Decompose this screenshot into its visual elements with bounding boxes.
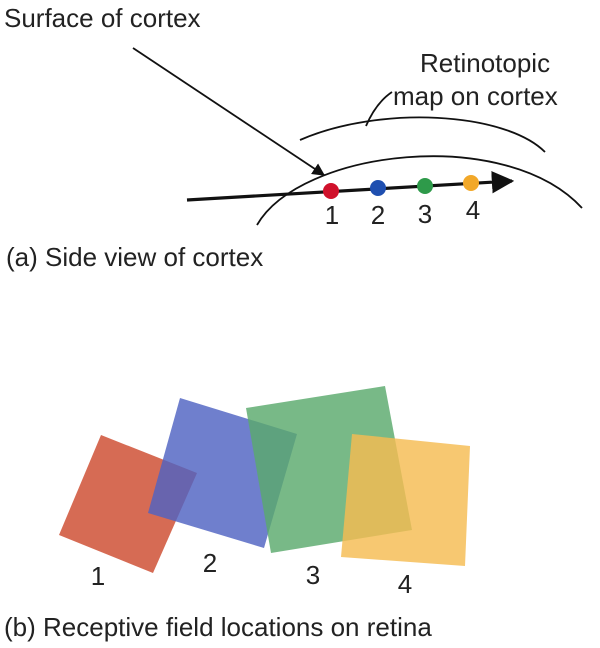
electrode-track-arrow bbox=[186, 170, 515, 202]
recording-sites: 1 2 3 4 bbox=[323, 175, 480, 230]
cortex-surface-curve bbox=[256, 155, 583, 226]
retinotopic-pointer-line bbox=[365, 91, 393, 127]
receptive-fields: 1 2 3 4 bbox=[59, 386, 470, 599]
recording-site-label-4: 4 bbox=[466, 195, 480, 225]
recording-site-label-2: 2 bbox=[371, 200, 385, 230]
caption-b: (b) Receptive field locations on retina bbox=[4, 612, 432, 642]
receptive-field-label-3: 3 bbox=[306, 560, 320, 590]
recording-site-2 bbox=[370, 180, 386, 196]
panel-b-retina: 1 2 3 4 (b) Receptive field locations on re… bbox=[4, 386, 470, 642]
receptive-field-4 bbox=[341, 434, 470, 566]
recording-site-label-1: 1 bbox=[325, 200, 339, 230]
surface-of-cortex-label: Surface of cortex bbox=[4, 3, 201, 33]
retinotopic-label-line2: map on cortex bbox=[393, 81, 558, 111]
recording-site-label-3: 3 bbox=[418, 199, 432, 229]
receptive-field-label-1: 1 bbox=[91, 561, 105, 591]
retinotopic-label-line1: Retinotopic bbox=[420, 48, 550, 78]
recording-site-3 bbox=[417, 178, 433, 194]
panel-a-side-view: Surface of cortex Retinotopic map on cor… bbox=[4, 3, 583, 272]
receptive-field-label-4: 4 bbox=[398, 569, 412, 599]
recording-site-1 bbox=[323, 183, 339, 199]
surface-pointer-arrow bbox=[132, 47, 326, 176]
retinotopic-map-curve bbox=[299, 116, 546, 153]
recording-site-4 bbox=[463, 175, 479, 191]
receptive-field-label-2: 2 bbox=[203, 548, 217, 578]
caption-a: (a) Side view of cortex bbox=[6, 242, 263, 272]
